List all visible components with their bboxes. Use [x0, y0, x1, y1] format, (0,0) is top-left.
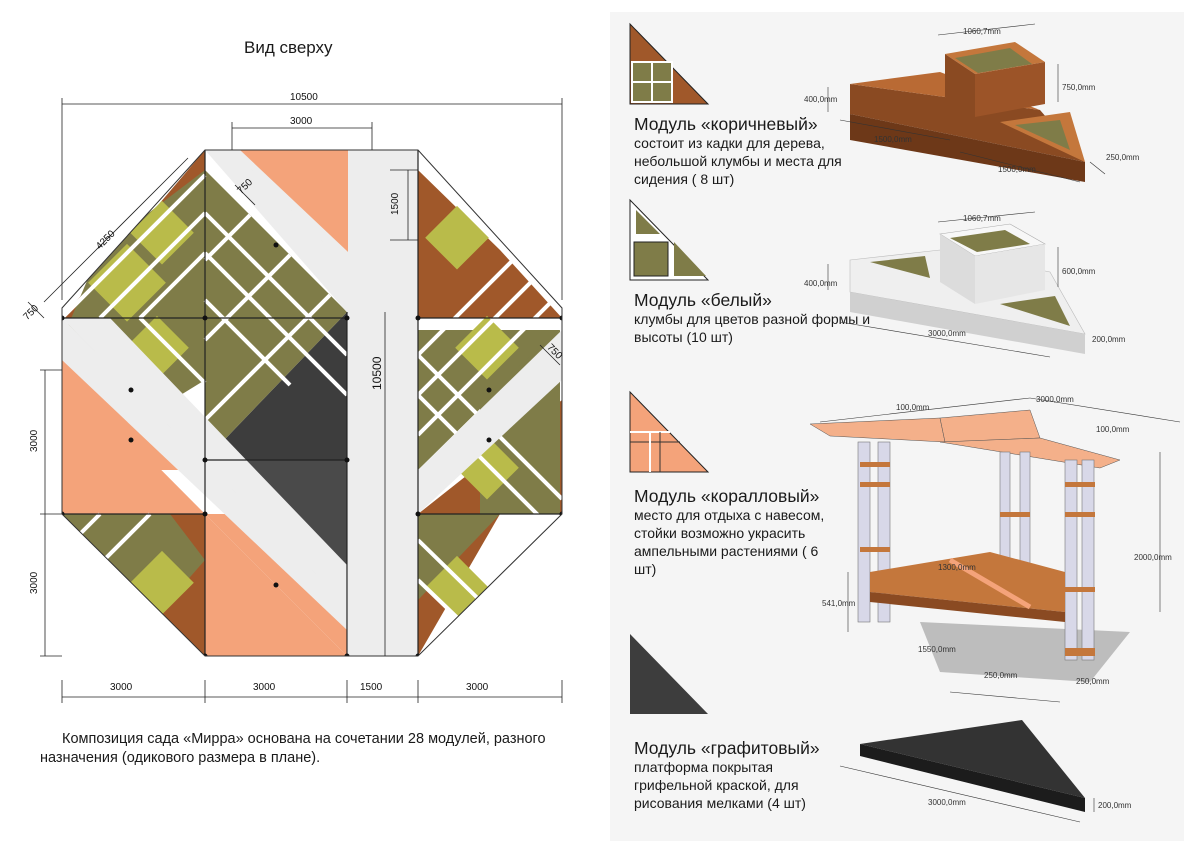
dim-top-partial: 3000	[290, 116, 313, 127]
coral-dim-6: 541,0mm	[822, 599, 856, 608]
dim-top-total: 10500	[290, 92, 318, 103]
white-dim-5: 200,0mm	[1092, 335, 1126, 344]
module-icons	[629, 22, 710, 714]
brown-module-desc: состоит из кадки для дерева, небольшой к…	[634, 135, 842, 187]
brown-dim-1: 1060,7mm	[963, 27, 1001, 36]
graphite-module-desc: платформа покрытая грифельной краской, д…	[634, 759, 806, 811]
coral-module-icon	[629, 390, 710, 473]
white-module-desc: клумбы для цветов разной формы и высоты …	[634, 311, 871, 345]
brown-module-render: 1060,7mm 400,0mm 750,0mm 1500,0mm 1500,0…	[804, 23, 1140, 183]
dim-left-lower: 3000	[29, 571, 40, 594]
path-right-diagonal	[418, 330, 562, 514]
white-dim-2: 400,0mm	[804, 279, 838, 288]
coral-dim-7: 1550,0mm	[918, 645, 956, 654]
white-module-title: Модуль «белый»	[634, 290, 772, 310]
dim-left-upper: 3000	[29, 429, 40, 452]
white-dim-4: 3000,0mm	[928, 329, 966, 338]
graphite-module-icon	[630, 634, 708, 714]
module-renders: 1060,7mm 400,0mm 750,0mm 1500,0mm 1500,0…	[804, 23, 1181, 823]
coral-dim-8: 250,0mm	[984, 671, 1018, 680]
dim-vert-small: 1500	[390, 192, 401, 215]
brown-dim-4: 1500,0mm	[874, 135, 912, 144]
graphite-dim-1: 3000,0mm	[928, 798, 966, 807]
coral-dim-4: 2000,0mm	[1134, 553, 1172, 562]
coral-module-title: Модуль «коралловый»	[634, 486, 820, 506]
coral-dim-3: 100,0mm	[1096, 425, 1130, 434]
dim-bottom-2: 3000	[253, 682, 276, 693]
graphite-module-render: 3000,0mm 200,0mm	[839, 720, 1132, 823]
brown-dim-6: 250,0mm	[1106, 153, 1140, 162]
white-module-render: 1060,7mm 400,0mm 600,0mm 3000,0mm 200,0m…	[804, 211, 1126, 358]
coral-dim-5: 1300,0mm	[938, 563, 976, 572]
graphite-module-title: Модуль «графитовый»	[634, 738, 820, 758]
brown-zone-upper-right	[418, 170, 562, 318]
olive-zone-center	[205, 170, 347, 460]
brown-dim-3: 750,0mm	[1062, 83, 1096, 92]
brown-dim-5: 1500,0mm	[998, 165, 1036, 174]
brown-dim-2: 400,0mm	[804, 95, 838, 104]
white-dim-3: 600,0mm	[1062, 267, 1096, 276]
graphite-dim-2: 200,0mm	[1098, 801, 1132, 810]
brown-module-icon	[629, 22, 710, 105]
coral-module-render: 3000,0mm 100,0mm 100,0mm 2000,0mm 1300,0…	[809, 395, 1181, 703]
brown-module-title: Модуль «коричневый»	[634, 114, 818, 134]
dim-vertical-total: 10500	[370, 356, 384, 390]
dim-bottom-4: 3000	[466, 682, 489, 693]
plan-title: Вид сверху	[244, 38, 333, 57]
path-vertical	[348, 150, 418, 656]
top-view-plan: 10500 3000 4250 750 750 1500 750 10500 3…	[22, 92, 564, 703]
dim-bottom-3: 1500	[360, 682, 383, 693]
coral-dim-9: 250,0mm	[1076, 677, 1110, 686]
dim-diag-small-left: 750	[22, 303, 42, 323]
coral-module-desc: место для отдыха с навесом, стойки возмо…	[634, 507, 825, 577]
plan-caption: Композиция сада «Мирра» основана на соче…	[40, 731, 546, 766]
coral-dim-1: 3000,0mm	[1036, 395, 1074, 404]
coral-dim-2: 100,0mm	[896, 403, 930, 412]
white-module-icon	[629, 198, 710, 281]
dim-bottom-1: 3000	[110, 682, 133, 693]
white-dim-1: 1060,7mm	[963, 214, 1001, 223]
